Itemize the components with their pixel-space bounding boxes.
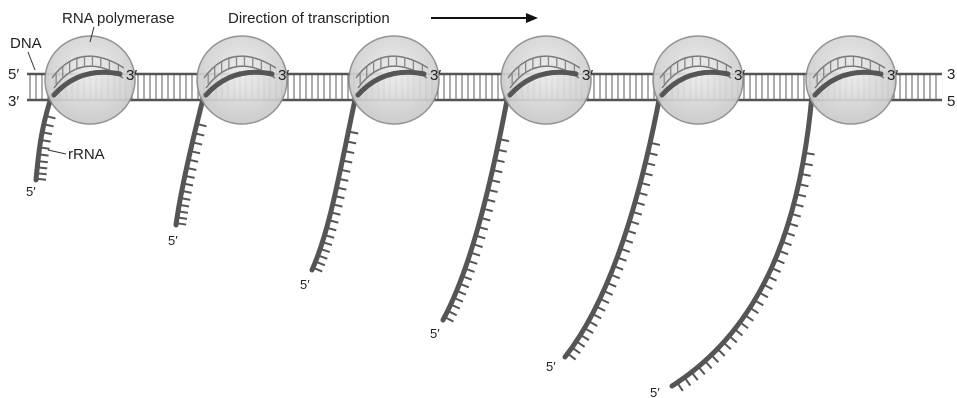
rrna-5prime-label: 5′ <box>546 359 556 374</box>
rna-3prime-label: 3′ <box>582 67 593 84</box>
rrna-transcript: 5′ <box>430 95 509 341</box>
rrna-backbone <box>672 95 812 386</box>
rna-3prime-label: 3′ <box>887 67 898 84</box>
rna-polymerase: 3′ <box>197 36 289 124</box>
rrna-transcript: 5′ <box>546 95 660 374</box>
rrna-base <box>711 355 718 362</box>
rna-3prime-label: 3′ <box>734 67 745 84</box>
rrna-base <box>38 161 48 162</box>
rrna-backbone <box>565 95 660 357</box>
rrna-base <box>576 341 584 347</box>
rrna-base <box>698 367 704 375</box>
rrna-transcript: 5′ <box>168 95 207 248</box>
rrna-base <box>572 348 580 354</box>
rrna-transcript: 5′ <box>300 95 358 292</box>
direction-arrow <box>431 13 538 23</box>
rrna-transcripts: 5′ 5′ 5′ 5′ 5′ 5′ <box>26 95 815 398</box>
rrna-5prime-label: 5′ <box>300 277 310 292</box>
rna-polymerases: 3′ 3′ 3′ 3′ 3′ 3′ <box>45 36 898 124</box>
rna-polymerase: 3′ <box>806 36 898 124</box>
rrna-base <box>37 173 47 174</box>
rna-3prime-label: 3′ <box>430 67 441 84</box>
rrna-base <box>176 223 186 224</box>
rna-polymerase: 3′ <box>349 36 441 124</box>
rna-polymerase: 3′ <box>501 36 593 124</box>
dna-double-strand <box>27 74 942 100</box>
rrna-transcript: 5′ <box>650 95 815 398</box>
rrna-base <box>740 322 748 328</box>
dna-5prime-right-label: 5 <box>947 93 955 110</box>
rrna-base <box>718 349 725 356</box>
dna-label: DNA <box>10 35 42 52</box>
rrna-backbone <box>443 95 508 320</box>
direction-label: Direction of transcription <box>228 10 390 27</box>
rrna-backbone <box>312 95 356 270</box>
rrna-base <box>705 361 712 368</box>
rna-3prime-label: 3′ <box>126 67 137 84</box>
polymerase-body <box>45 36 135 124</box>
polymerase-body <box>653 36 743 124</box>
polymerase-body <box>806 36 896 124</box>
rrna-base <box>677 383 683 391</box>
rrna-5prime-label: 5′ <box>168 233 178 248</box>
rrna-base <box>39 154 49 155</box>
rna-polymerase: 3′ <box>45 36 137 124</box>
polymerase-body <box>197 36 287 124</box>
rrna-base <box>723 343 730 350</box>
rna-polymerase-label: RNA polymerase <box>62 10 175 27</box>
rrna-5prime-label: 5′ <box>650 385 660 398</box>
rrna-base <box>40 147 50 148</box>
dna-5prime-left-label: 5′ <box>8 66 19 83</box>
rrna-label: rRNA <box>68 146 105 163</box>
rrna-base <box>750 308 758 313</box>
dna-leader-line <box>28 52 35 70</box>
rrna-base <box>685 378 691 386</box>
rrna-base <box>729 336 737 342</box>
rrna-base <box>735 329 743 335</box>
rna-polymerase: 3′ <box>653 36 745 124</box>
rrna-base <box>692 372 698 380</box>
dna-base-pairs <box>30 75 936 99</box>
rrna-base <box>745 315 753 321</box>
dna-3prime-right-label: 3 <box>947 66 955 83</box>
rrna-5prime-label: 5′ <box>26 184 36 199</box>
rrna-base <box>36 179 46 180</box>
rrna-leader-line <box>48 150 66 154</box>
rrna-base <box>37 167 47 168</box>
rrna-base <box>568 354 576 360</box>
rrna-transcript: 5′ <box>26 95 55 199</box>
rna-3prime-label: 3′ <box>278 67 289 84</box>
rrna-5prime-label: 5′ <box>430 326 440 341</box>
polymerase-body <box>501 36 591 124</box>
polymerase-body <box>349 36 439 124</box>
dna-3prime-left-label: 3′ <box>8 93 19 110</box>
